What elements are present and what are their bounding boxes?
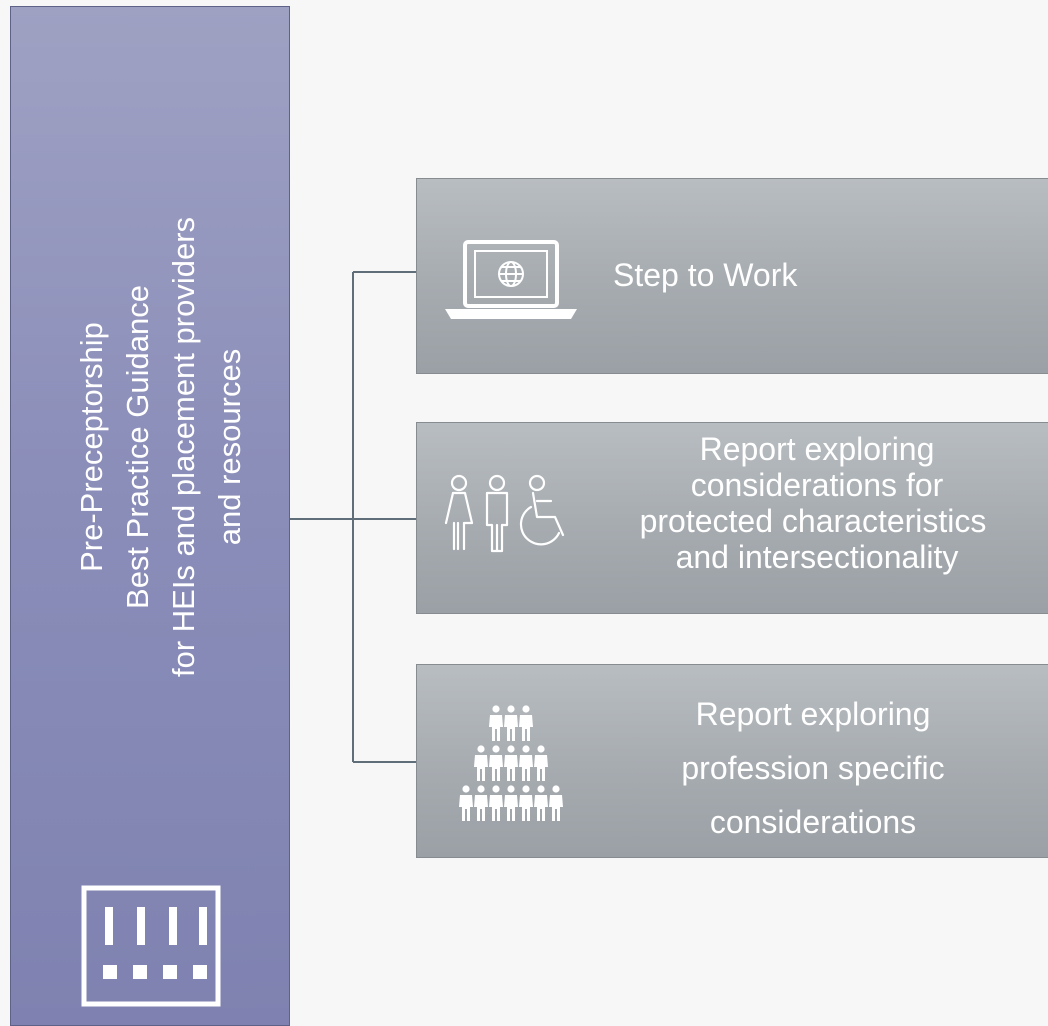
person-figure-head — [522, 705, 530, 713]
person-figure-body — [489, 715, 503, 741]
person-figure-body — [504, 795, 518, 821]
person-figure-body — [519, 715, 533, 741]
card-label: Step to Work — [613, 255, 797, 295]
person-figure-head — [492, 785, 500, 793]
card-label-line-3: considerations — [709, 804, 917, 840]
laptop-globe-icon — [445, 240, 577, 319]
card-label-line-2: profession specific — [681, 750, 945, 786]
person-figure-head — [477, 785, 485, 793]
person-figure-head — [522, 745, 530, 753]
card-label-line-3: protected characteristics — [639, 503, 987, 539]
person-figure-head — [552, 785, 560, 793]
person-figure-head — [492, 745, 500, 753]
people-wheelchair-icon — [444, 474, 565, 553]
card-label-line-2: considerations for — [690, 467, 944, 503]
card-label-line-1: Report exploring — [695, 696, 931, 732]
sidebar-panel: Pre-Preceptorship Best Practice Guidance… — [10, 6, 290, 1026]
person-figure-head — [507, 745, 515, 753]
card-label: Report exploring profession specific con… — [613, 687, 1013, 849]
person-figure-head — [537, 785, 545, 793]
person-figure-body — [504, 715, 518, 741]
people-group-pyramid-icon — [459, 705, 563, 821]
person-figure-body — [534, 795, 548, 821]
card-label-line: Step to Work — [613, 257, 798, 293]
person-figure-body — [474, 755, 488, 781]
person-figure-body — [489, 795, 503, 821]
person-figure-head — [507, 705, 515, 713]
person-figure-body — [549, 795, 563, 821]
card-label: Report exploring considerations for prot… — [577, 431, 1048, 575]
person-figure-head — [522, 785, 530, 793]
person-figure-head — [477, 745, 485, 753]
person-figure-body — [519, 755, 533, 781]
person-figure-body — [489, 755, 503, 781]
card-step-to-work[interactable]: Step to Work — [416, 178, 1048, 374]
person-figure-body — [474, 795, 488, 821]
card-label-line-1: Report exploring — [699, 431, 935, 467]
person-figure-body — [504, 755, 518, 781]
card-profession-specific[interactable]: Report exploring profession specific con… — [416, 664, 1048, 858]
person-figure-head — [537, 745, 545, 753]
person-figure-head — [462, 785, 470, 793]
card-label-line-4: and intersectionality — [675, 539, 959, 575]
person-figure-body — [534, 755, 548, 781]
person-figure-head — [507, 785, 515, 793]
person-figure-body — [459, 795, 473, 821]
card-protected-characteristics[interactable]: Report exploring considerations for prot… — [416, 422, 1048, 614]
person-figure-body — [519, 795, 533, 821]
keypad-grid-icon — [81, 885, 221, 1007]
person-figure-head — [492, 705, 500, 713]
